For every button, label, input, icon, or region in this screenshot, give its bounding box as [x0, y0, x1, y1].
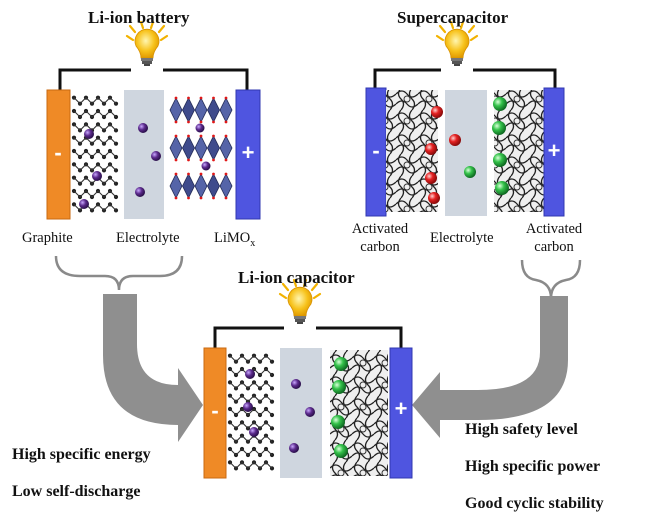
svg-text:-: -	[211, 398, 218, 423]
limox-electrode	[235, 89, 261, 220]
light-bulb-icon	[278, 278, 322, 330]
li-ion-capacitor-cell: - +	[203, 347, 413, 479]
electrolyte-region	[445, 90, 487, 216]
graphite-layers	[227, 353, 275, 471]
label-graphite: Graphite	[22, 230, 73, 246]
li-ion-battery-cell: - +	[46, 89, 261, 220]
label-electrolyte-battery: Electrolyte	[116, 230, 180, 246]
property-good-cyclic-stability: Good cyclic stability	[465, 495, 604, 512]
label-limox: LiMOx	[214, 230, 256, 249]
arrow-left	[103, 294, 203, 442]
property-high-specific-energy: High specific energy	[12, 446, 151, 463]
light-bulb-icon	[125, 20, 169, 72]
bracket-right	[520, 259, 582, 299]
li-ion	[291, 379, 301, 389]
svg-text:+: +	[395, 396, 408, 421]
svg-text:-: -	[372, 138, 379, 163]
electrolyte-region	[280, 348, 322, 478]
anions	[425, 106, 461, 204]
svg-text:-: -	[54, 140, 61, 165]
light-bulb-icon	[435, 20, 479, 72]
property-low-self-discharge: Low self-discharge	[12, 483, 141, 500]
arrow-right	[412, 296, 568, 438]
li-ion	[305, 407, 315, 417]
graphite-electrode	[203, 347, 227, 479]
title-li-ion-capacitor: Li-ion capacitor	[238, 268, 355, 287]
title-li-ion-battery: Li-ion battery	[88, 8, 190, 27]
property-high-safety-level: High safety level	[465, 421, 578, 438]
supercapacitor-cell: - +	[365, 87, 565, 217]
graphite-layers	[71, 95, 119, 213]
svg-text:+: +	[242, 140, 255, 165]
bracket-left	[54, 255, 184, 291]
svg-text:+: +	[548, 138, 561, 163]
positive-electrode	[389, 347, 413, 479]
li-ion	[138, 123, 148, 133]
limox-octahedra	[169, 96, 233, 200]
positive-electrode	[543, 87, 565, 217]
li-ion	[135, 187, 145, 197]
label-electrolyte-supercap: Electrolyte	[430, 230, 494, 246]
graphite-electrode	[46, 89, 71, 220]
property-high-specific-power: High specific power	[465, 458, 601, 475]
li-ion	[289, 443, 299, 453]
title-supercapacitor: Supercapacitor	[397, 8, 509, 27]
cations	[464, 97, 509, 195]
li-ion	[151, 151, 161, 161]
